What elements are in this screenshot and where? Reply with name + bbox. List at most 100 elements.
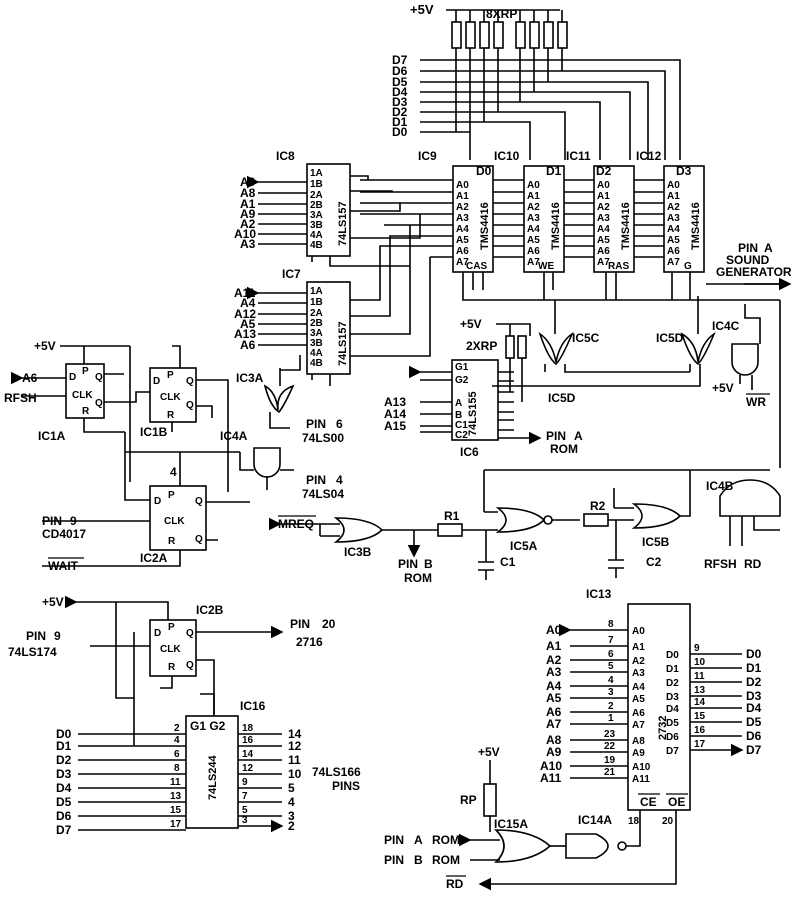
ic6-pin: B (455, 410, 462, 421)
chip-ic7: IC7 (282, 267, 301, 281)
chip-ic10: IC10 (494, 149, 520, 163)
eprom-data-out: D6 (746, 729, 762, 743)
ram-cas: CAS (466, 261, 487, 272)
eprom-addr: A11 (540, 771, 562, 785)
eprom-data-out: D3 (746, 689, 762, 703)
resistor-pack-label: 8XRP (486, 7, 517, 21)
ic16-in: D2 (56, 753, 72, 767)
ic16-in-pin: 6 (174, 749, 180, 760)
eprom-data-pin: 14 (694, 697, 706, 708)
mux-pin: 3A (310, 328, 323, 339)
mux-pin: 2B (310, 318, 323, 329)
ff-d: D (69, 372, 76, 383)
ram-addr: A6 (667, 246, 680, 257)
chip-ic6: IC6 (460, 445, 479, 459)
eprom-data-pin: 16 (694, 725, 706, 736)
bus-d1: D1 (392, 115, 408, 129)
signal-a6: A6 (22, 371, 38, 385)
ff-q: Q (195, 496, 203, 507)
note-pina-rom: PIN (546, 429, 566, 443)
eprom-addr: A2 (546, 653, 562, 667)
note-2716: 2716 (296, 635, 323, 649)
eprom-data-pin: 17 (694, 739, 706, 750)
ic2a-vcc-pin: 4 (170, 465, 177, 479)
eprom-ce: CE (640, 795, 657, 809)
ff-d: D (154, 628, 161, 639)
note-pinb-bottom-rom: ROM (432, 853, 460, 867)
buffer-part: 74LS244 (207, 754, 219, 800)
note-pina-bottom-letter: A (414, 833, 423, 847)
ic16-in: D6 (56, 809, 72, 823)
chip-ic16: IC16 (240, 699, 266, 713)
note-pina-bottom: PIN (384, 833, 404, 847)
chip-ic5d-label: IC5D (548, 391, 576, 405)
ic16-in: D7 (56, 823, 72, 837)
note-pin20-num: 20 (322, 617, 336, 631)
ic16-ext: 2 (288, 819, 295, 833)
ff-r: R (167, 410, 175, 421)
ff-r: R (82, 406, 90, 417)
note-pin4-num: 4 (336, 473, 343, 487)
eprom-addr-pin: 21 (604, 767, 616, 778)
note-sound: SOUND (726, 253, 770, 267)
ff-q: Q (95, 372, 103, 383)
ff-r: R (168, 536, 176, 547)
mux-pin: 3B (310, 338, 323, 349)
eprom-data-out: D0 (746, 647, 762, 661)
ram-addr: A3 (456, 213, 469, 224)
eprom-pin-name: A5 (632, 694, 645, 705)
decoder-chip-ic6 (451, 359, 499, 441)
eprom-chip-ic13 (627, 603, 691, 811)
eprom-addr-pin: 3 (608, 687, 614, 698)
ic16-out-pin: 12 (242, 763, 254, 774)
chip-ic3a: IC3A (236, 371, 264, 385)
ic8-in: A9 (240, 207, 256, 221)
ic8-in: A0 (240, 175, 256, 189)
ram-g: G (684, 261, 692, 272)
ic16-in-pin: 8 (174, 763, 180, 774)
ram-addr: A4 (597, 224, 610, 235)
eprom-pin-name: A4 (632, 682, 645, 693)
gate-ic5d (680, 331, 716, 366)
note-pin6-num: 6 (336, 417, 343, 431)
ram-addr: A6 (456, 246, 469, 257)
chip-ic5d: IC5D (656, 331, 684, 345)
ic16-out-pin: 16 (242, 735, 254, 746)
ram-data-d0: D0 (476, 164, 492, 178)
ram-addr: A0 (597, 180, 610, 191)
chip-ic15a: IC15A (494, 817, 528, 831)
mux-pin: 3B (310, 220, 323, 231)
chip-ic13: IC13 (586, 587, 612, 601)
chip-ic5c: IC5C (572, 331, 600, 345)
ram-addr: A0 (667, 180, 680, 191)
ff-p: P (168, 490, 175, 501)
signal-rd: RD (446, 877, 464, 891)
ic7-in: A13 (234, 327, 256, 341)
eprom-pin-name: A9 (632, 748, 645, 759)
gate-ic4a (253, 447, 281, 478)
eprom-data-pin: 9 (694, 643, 700, 654)
ff-clk: CLK (164, 516, 185, 527)
mux-part-ic7: 74LS157 (337, 321, 349, 366)
ram-addr: A7 (667, 257, 680, 268)
eprom-addr: A8 (546, 733, 562, 747)
note-pin9b-num: 9 (54, 629, 61, 643)
eprom-data-name: D6 (666, 732, 679, 743)
ff-q: Q (186, 376, 194, 387)
note-pinb-bottom: PIN (384, 853, 404, 867)
note-pin4: PIN (306, 473, 326, 487)
chip-ic2b: IC2B (196, 603, 224, 617)
ic16-ext: 14 (288, 727, 302, 741)
mux-pin: 1A (310, 286, 323, 297)
ram-part-ic9: TMS4416 (479, 202, 491, 250)
ic6-pin: G1 (455, 362, 469, 373)
resistor-r2-label: R2 (590, 499, 606, 513)
chip-ic11: IC11 (566, 149, 591, 163)
eprom-addr: A10 (540, 759, 562, 773)
flipflop-ic2a (149, 485, 207, 551)
ram-addr: A1 (597, 191, 610, 202)
eprom-addr-pin: 2 (608, 701, 614, 712)
signal-mreq: MREQ (278, 517, 314, 531)
flipflop-ic1b (149, 367, 197, 423)
ram-addr: A3 (527, 213, 540, 224)
